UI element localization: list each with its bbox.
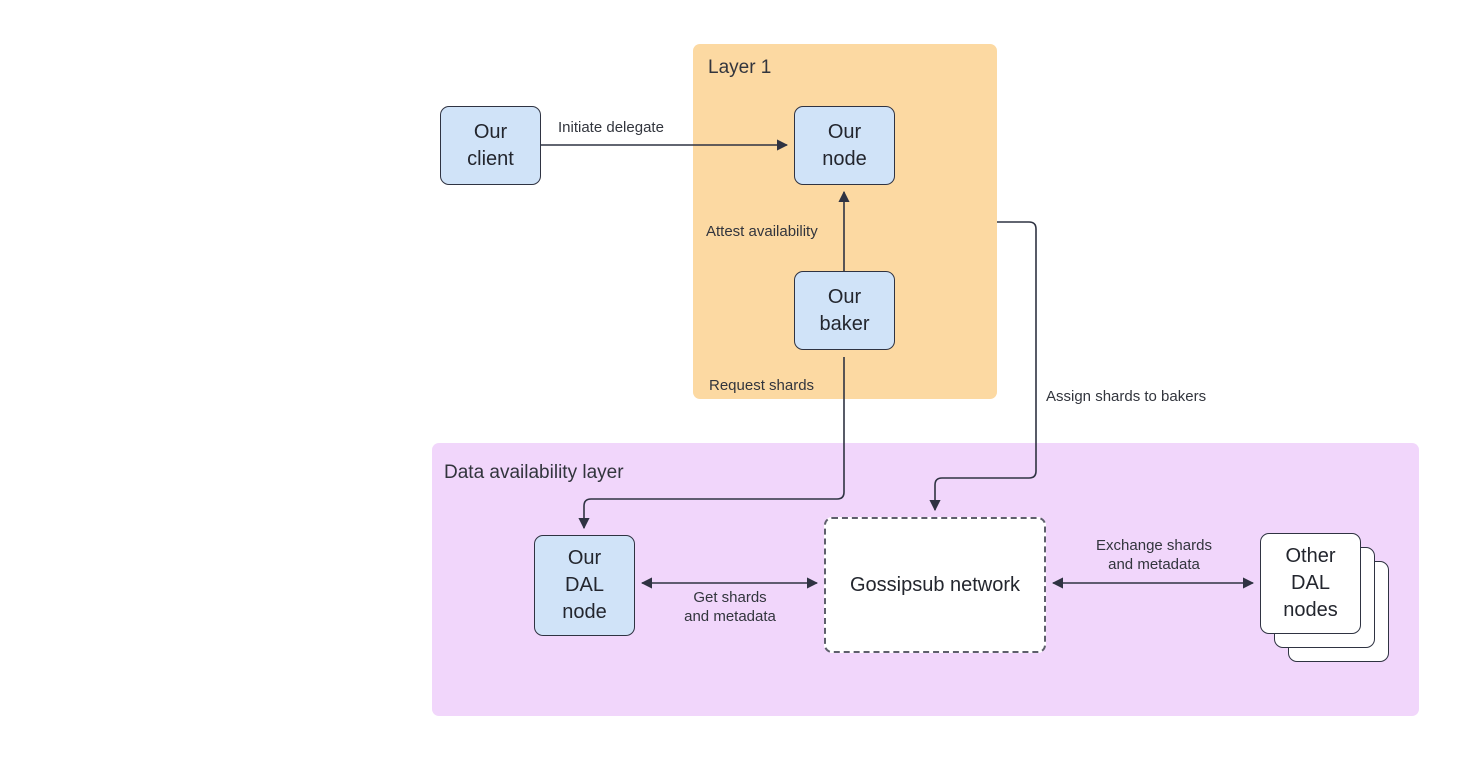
edge-label-request-shards: Request shards	[709, 377, 815, 394]
edge-label-exchange-shards: Exchange shards and metadata	[1096, 537, 1212, 573]
edge-label-get-shards: Get shards and metadata	[684, 589, 776, 625]
node-gossipsub-network[interactable]: Gossipsub network	[824, 517, 1046, 653]
node-other-dal-nodes[interactable]: Other DAL nodes	[1260, 533, 1390, 663]
node-our-node[interactable]: Our node	[794, 106, 895, 185]
edge-label-initiate-delegate: Initiate delegate	[558, 119, 664, 136]
node-our-baker[interactable]: Our baker	[794, 271, 895, 350]
group-label-layer-1: Layer 1	[708, 57, 772, 78]
edge-label-attest-availability: Attest availability	[706, 223, 818, 240]
node-our-dal-node[interactable]: Our DAL node	[534, 535, 635, 636]
other-dal-nodes-card-front[interactable]: Other DAL nodes	[1260, 533, 1361, 634]
edge-label-assign-shards: Assign shards to bakers	[1046, 388, 1207, 405]
group-label-data-availability-layer: Data availability layer	[444, 462, 624, 483]
node-our-client[interactable]: Our client	[440, 106, 541, 185]
